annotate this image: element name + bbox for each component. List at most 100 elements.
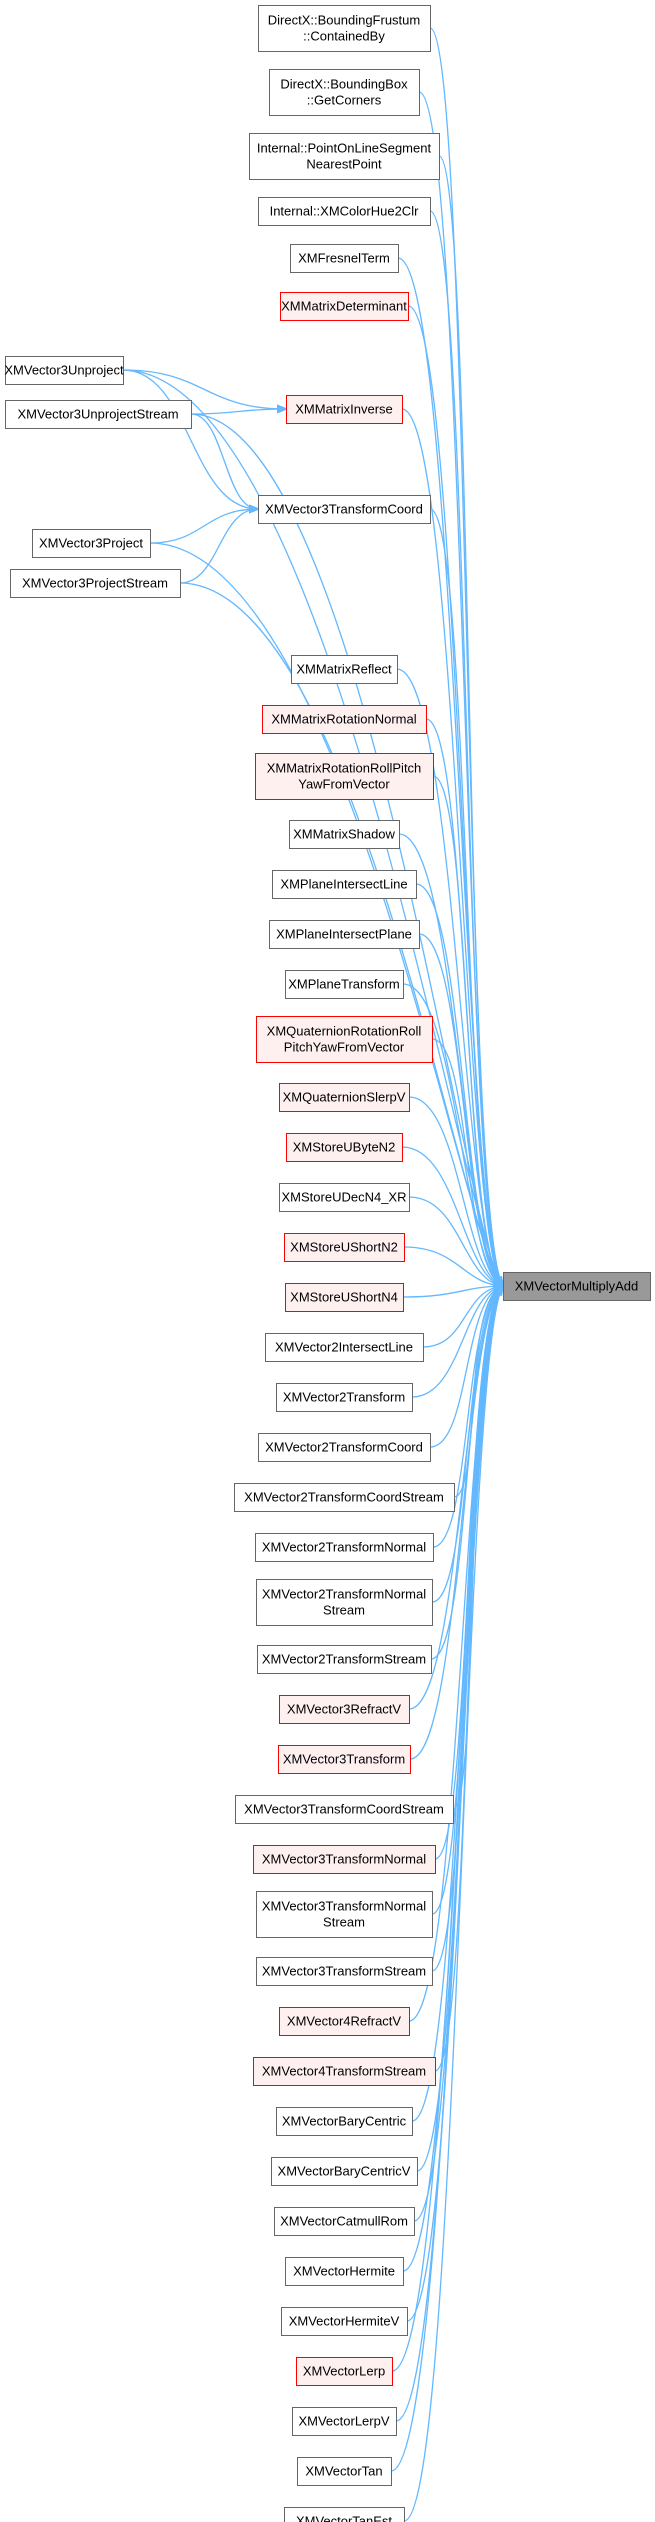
node-xmvector3transformcoordstream[interactable]: XMVector3TransformCoordStream xyxy=(235,1795,454,1824)
node-label-line: NearestPoint xyxy=(306,157,382,172)
node-xmvector2transformcoordstream[interactable]: XMVector2TransformCoordStream xyxy=(234,1483,455,1512)
node-label-line: XMVector2TransformStream xyxy=(262,1652,426,1667)
edge-n17-to-target xyxy=(415,883,503,1286)
node-directx-boundingfrustum-containedby[interactable]: DirectX::BoundingFrustum::ContainedBy xyxy=(258,5,431,52)
node-xmvector3projectstream[interactable]: XMVector3ProjectStream xyxy=(10,569,181,598)
node-box xyxy=(286,1133,403,1162)
node-label-line: XMStoreUShortN2 xyxy=(290,1240,398,1255)
node-xmstoreushortn2[interactable]: XMStoreUShortN2 xyxy=(284,1233,405,1262)
node-xmplanetransform[interactable]: XMPlaneTransform xyxy=(285,970,404,999)
node-xmvectorlerpv[interactable]: XMVectorLerpV xyxy=(292,2407,397,2436)
node-box xyxy=(253,2057,436,2086)
node-xmvector2transform[interactable]: XMVector2Transform xyxy=(276,1383,413,1412)
node-label-line: Internal::XMColorHue2Clr xyxy=(270,204,420,219)
node-box xyxy=(249,133,440,180)
node-box xyxy=(269,920,420,949)
node-xmplaneintersectline[interactable]: XMPlaneIntersectLine xyxy=(272,870,417,899)
node-box xyxy=(255,753,434,800)
node-box xyxy=(286,395,403,424)
edge-n9-to-n7 xyxy=(190,409,286,415)
node-xmfresnelterm[interactable]: XMFresnelTerm xyxy=(290,244,399,273)
node-xmvector3unprojectstream[interactable]: XMVector3UnprojectStream xyxy=(5,400,192,429)
node-label-line: XMVector3RefractV xyxy=(287,1702,401,1717)
node-box xyxy=(258,5,431,52)
node-label-line: XMVectorHermite xyxy=(293,2264,395,2279)
node-label-line: XMStoreUByteN2 xyxy=(293,1140,396,1155)
node-xmvector3unproject[interactable]: XMVector3Unproject xyxy=(4,356,124,385)
node-xmvector4refractv[interactable]: XMVector4RefractV xyxy=(279,2007,410,2036)
edge-n10-to-target xyxy=(429,508,503,1286)
node-xmvectortan[interactable]: XMVectorTan xyxy=(297,2457,392,2486)
node-xmvector2transformnormal[interactable]: XMVector2TransformNormal xyxy=(255,1533,434,1562)
node-xmplaneintersectplane[interactable]: XMPlaneIntersectPlane xyxy=(269,920,420,949)
node-xmvector4transformstream[interactable]: XMVector4TransformStream xyxy=(253,2057,436,2086)
node-label-line: XMVector2Transform xyxy=(283,1390,405,1405)
node-label-line: XMVector3ProjectStream xyxy=(22,576,168,591)
node-label-line: XMVector3TransformNormal xyxy=(262,1899,426,1914)
node-xmquaternionrotationroll-pitchyawfromvector[interactable]: XMQuaternionRotationRollPitchYawFromVect… xyxy=(256,1016,433,1063)
node-xmvectorhermitev[interactable]: XMVectorHermiteV xyxy=(281,2307,408,2336)
node-xmvectorhermite[interactable]: XMVectorHermite xyxy=(285,2257,404,2286)
node-label-line: XMVectorTanEst xyxy=(296,2514,392,2522)
node-xmstoreushortn4[interactable]: XMStoreUShortN4 xyxy=(285,1283,404,1312)
node-box xyxy=(285,970,404,999)
node-xmstoreudecn4-xr[interactable]: XMStoreUDecN4_XR xyxy=(279,1183,410,1212)
node-xmvector3project[interactable]: XMVector3Project xyxy=(32,529,151,558)
node-box xyxy=(256,1957,433,1986)
node-box xyxy=(272,870,417,899)
node-label-line: XMVector2TransformNormal xyxy=(262,1587,426,1602)
node-xmvector3transformcoord[interactable]: XMVector3TransformCoord xyxy=(258,495,431,524)
node-xmmatrixinverse[interactable]: XMMatrixInverse xyxy=(286,395,403,424)
node-xmmatrixshadow[interactable]: XMMatrixShadow xyxy=(289,820,400,849)
node-xmvector3refractv[interactable]: XMVector3RefractV xyxy=(279,1695,410,1724)
node-box xyxy=(258,1433,431,1462)
node-label-line: XMFresnelTerm xyxy=(298,251,390,266)
node-label-line: XMStoreUShortN4 xyxy=(290,1290,398,1305)
node-label-line: XMVector3TransformCoord xyxy=(265,502,423,517)
node-box xyxy=(280,292,409,321)
edge-n34-to-target xyxy=(409,1286,503,1760)
node-xmvector2transformcoord[interactable]: XMVector2TransformCoord xyxy=(258,1433,431,1462)
node-xmvectortanest[interactable]: XMVectorTanEst xyxy=(284,2507,405,2522)
node-box xyxy=(257,1645,432,1674)
node-xmvector2transformstream[interactable]: XMVector2TransformStream xyxy=(257,1645,432,1674)
node-xmmatrixrotationnormal[interactable]: XMMatrixRotationNormal xyxy=(262,705,427,734)
node-xmquaternionslerpv[interactable]: XMQuaternionSlerpV xyxy=(279,1083,410,1112)
node-xmmatrixreflect[interactable]: XMMatrixReflect xyxy=(291,655,398,684)
node-directx-boundingbox-getcorners[interactable]: DirectX::BoundingBox::GetCorners xyxy=(269,69,420,116)
node-xmvectorbarycentric[interactable]: XMVectorBaryCentric xyxy=(276,2107,413,2136)
node-box xyxy=(279,1695,410,1724)
node-label-line: XMVector3UnprojectStream xyxy=(17,407,178,422)
edge-n4-to-target xyxy=(429,210,503,1286)
edge-n30-to-target xyxy=(432,1286,503,1548)
node-xmvector3transformstream[interactable]: XMVector3TransformStream xyxy=(256,1957,433,1986)
node-xmstoreubyten2[interactable]: XMStoreUByteN2 xyxy=(286,1133,403,1162)
edge-n49-to-target xyxy=(403,1286,503,2522)
node-xmvectorlerp[interactable]: XMVectorLerp xyxy=(296,2357,393,2386)
node-xmvector2intersectline[interactable]: XMVector2IntersectLine xyxy=(265,1333,424,1362)
node-box xyxy=(297,2457,392,2486)
edge-n1-to-target xyxy=(429,27,503,1286)
node-label-line: XMVectorHermiteV xyxy=(289,2314,400,2329)
node-box xyxy=(256,1579,433,1626)
node-box xyxy=(253,1845,436,1874)
node-xmmatrixdeterminant[interactable]: XMMatrixDeterminant xyxy=(280,292,409,321)
edge-n14-to-target xyxy=(425,718,503,1286)
node-xmvector3transform[interactable]: XMVector3Transform xyxy=(278,1745,411,1774)
node-box xyxy=(258,197,431,226)
node-xmvectorbarycentricv[interactable]: XMVectorBaryCentricV xyxy=(271,2157,418,2186)
node-label-line: XMStoreUDecN4_XR xyxy=(282,1190,407,1205)
node-internal-xmcolorhue2clr[interactable]: Internal::XMColorHue2Clr xyxy=(258,197,431,226)
target-node[interactable]: XMVectorMultiplyAdd xyxy=(503,1272,651,1301)
node-label-line: XMVector2TransformNormal xyxy=(262,1540,426,1555)
edge-n18-to-target xyxy=(418,933,503,1286)
edges-layer xyxy=(122,27,503,2522)
node-label-line: XMQuaternionRotationRoll xyxy=(267,1024,422,1039)
node-xmvectorcatmullrom[interactable]: XMVectorCatmullRom xyxy=(274,2207,415,2236)
node-xmvector3transformnormal[interactable]: XMVector3TransformNormal xyxy=(253,1845,436,1874)
node-box xyxy=(278,1745,411,1774)
